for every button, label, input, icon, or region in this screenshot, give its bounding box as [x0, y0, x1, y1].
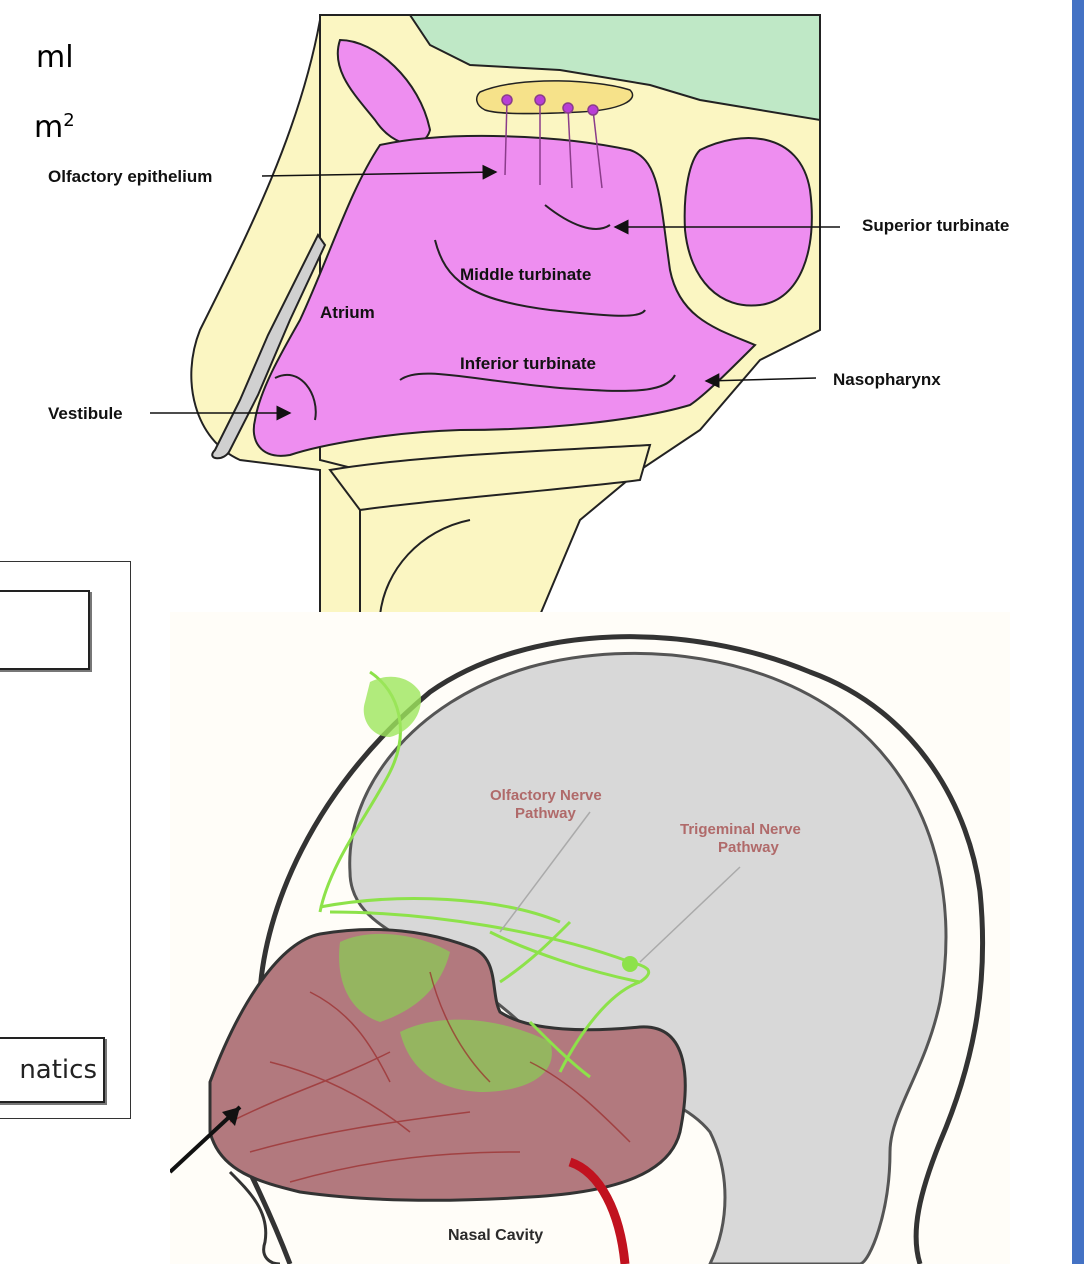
label-vestibule: Vestibule: [48, 404, 123, 423]
label-inferior-turbinate: Inferior turbinate: [460, 354, 596, 373]
label-nasopharynx: Nasopharynx: [833, 370, 941, 389]
label-trigeminal-pathway-2: Pathway: [718, 839, 780, 856]
nasal-cavity-diagram: Olfactory epithelium Superior turbinate …: [0, 0, 1070, 615]
label-olfactory-pathway-2: Pathway: [515, 805, 577, 822]
head-nerve-pathway-diagram: Olfactory Nerve Pathway Trigeminal Nerve…: [170, 612, 1010, 1264]
label-olfactory-epithelium: Olfactory epithelium: [48, 167, 212, 186]
olfactory-bulb: [477, 81, 633, 114]
label-middle-turbinate: Middle turbinate: [460, 265, 591, 284]
flowchart-box-lymphatics: natics: [0, 1037, 105, 1103]
sphenoid-sinus: [685, 138, 812, 306]
label-olfactory-pathway-1: Olfactory Nerve: [490, 787, 602, 804]
slide-accent-bar: [1072, 0, 1084, 1264]
trigeminal-ganglion: [622, 956, 638, 972]
label-nasal-cavity: Nasal Cavity: [448, 1227, 543, 1244]
label-superior-turbinate: Superior turbinate: [862, 216, 1009, 235]
label-atrium: Atrium: [320, 303, 375, 322]
label-trigeminal-pathway-1: Trigeminal Nerve: [680, 821, 801, 838]
